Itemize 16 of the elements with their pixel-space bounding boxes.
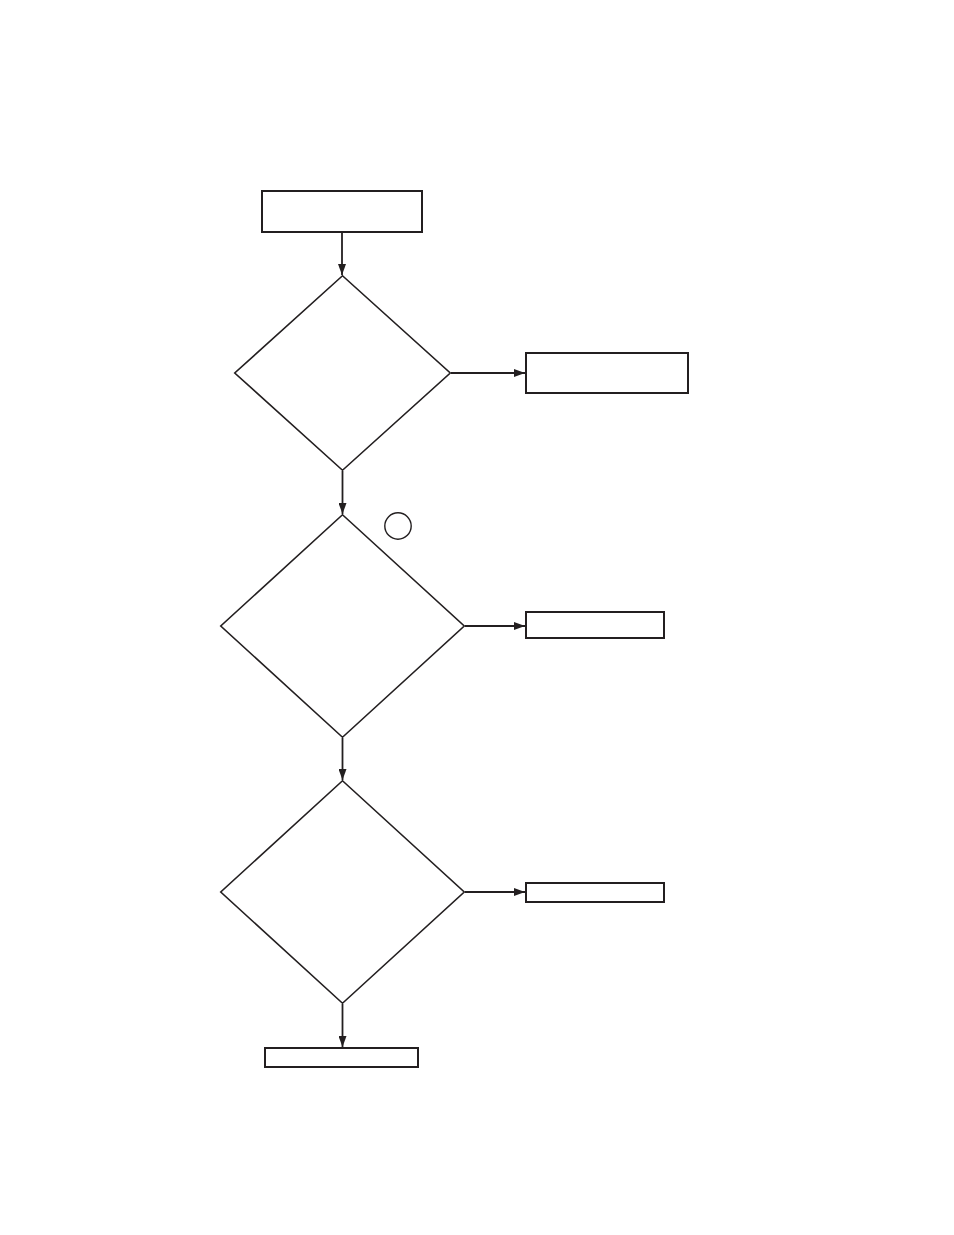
arrow <box>450 369 526 377</box>
process-box <box>525 352 689 394</box>
arrow <box>338 470 347 515</box>
process-box <box>525 611 665 639</box>
decision-diamond <box>220 780 465 1004</box>
connector-circle <box>384 512 412 540</box>
arrow <box>338 232 346 276</box>
process-box <box>264 1047 419 1068</box>
process-box <box>261 190 423 233</box>
arrow <box>338 1003 347 1048</box>
arrow <box>464 622 526 630</box>
arrow <box>464 888 526 896</box>
process-box <box>525 882 665 903</box>
arrow <box>338 737 347 781</box>
decision-diamond <box>234 275 451 471</box>
decision-diamond <box>220 514 465 738</box>
